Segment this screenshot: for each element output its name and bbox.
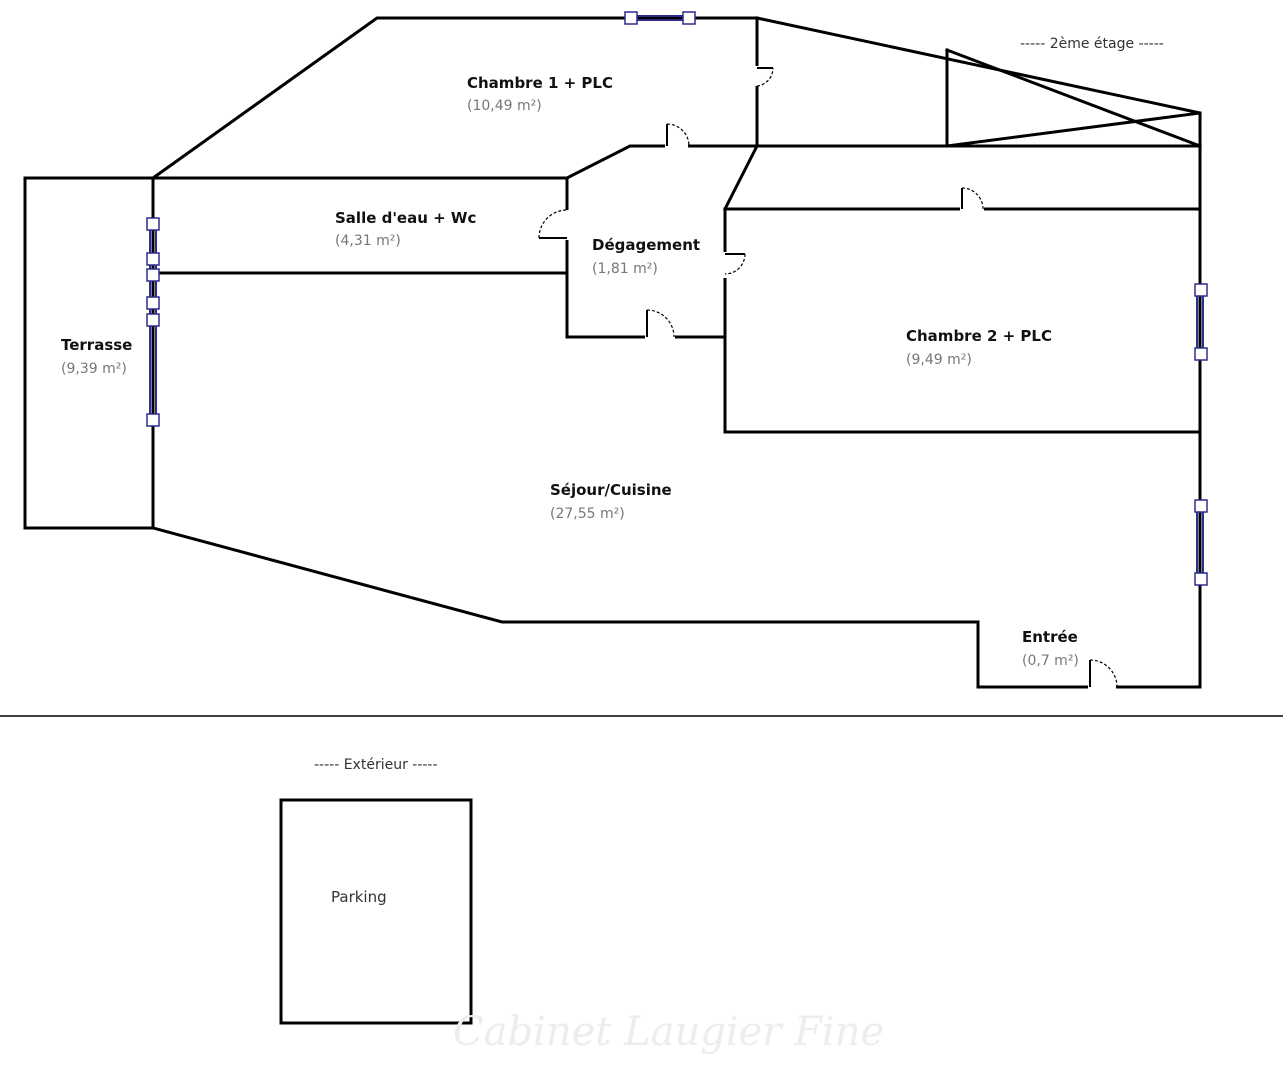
room-area: (1,81 m²) [592, 261, 658, 277]
room-area: (9,49 m²) [906, 352, 972, 368]
room-sejour: Séjour/Cuisine (27,55 m²) [550, 481, 672, 522]
room-name: Chambre 1 + PLC [467, 74, 613, 92]
parking-outline [279, 798, 473, 1025]
room-name: Chambre 2 + PLC [906, 327, 1052, 345]
room-name: Terrasse [61, 336, 132, 354]
room-name: Parking [331, 888, 387, 906]
room-entree: Entrée (0,7 m²) [1022, 628, 1079, 669]
room-area: (27,55 m²) [550, 506, 625, 522]
room-salle-eau: Salle d'eau + Wc (4,31 m²) [335, 209, 476, 249]
room-chambre2: Chambre 2 + PLC (9,49 m²) [906, 327, 1052, 368]
room-chambre1: Chambre 1 + PLC (10,49 m²) [467, 74, 613, 114]
room-area: (10,49 m²) [467, 98, 542, 114]
exterior-label: ----- Extérieur ----- [314, 757, 438, 773]
windows [146, 11, 1208, 586]
room-name: Entrée [1022, 628, 1078, 646]
doors [538, 66, 1118, 690]
watermark-text: Cabinet Laugier Fine [453, 1009, 884, 1055]
walls [23, 16, 1202, 689]
room-area: (9,39 m²) [61, 361, 127, 377]
room-terrasse: Terrasse (9,39 m²) [61, 336, 132, 377]
room-name: Séjour/Cuisine [550, 481, 672, 499]
room-name: Salle d'eau + Wc [335, 209, 476, 227]
room-area: (0,7 m²) [1022, 653, 1079, 669]
room-parking: Parking [279, 798, 473, 1025]
upper-floor-label: ----- 2ème étage ----- [1020, 36, 1164, 52]
room-degagement: Dégagement (1,81 m²) [592, 236, 700, 277]
room-name: Dégagement [592, 236, 700, 254]
room-area: (4,31 m²) [335, 233, 401, 249]
